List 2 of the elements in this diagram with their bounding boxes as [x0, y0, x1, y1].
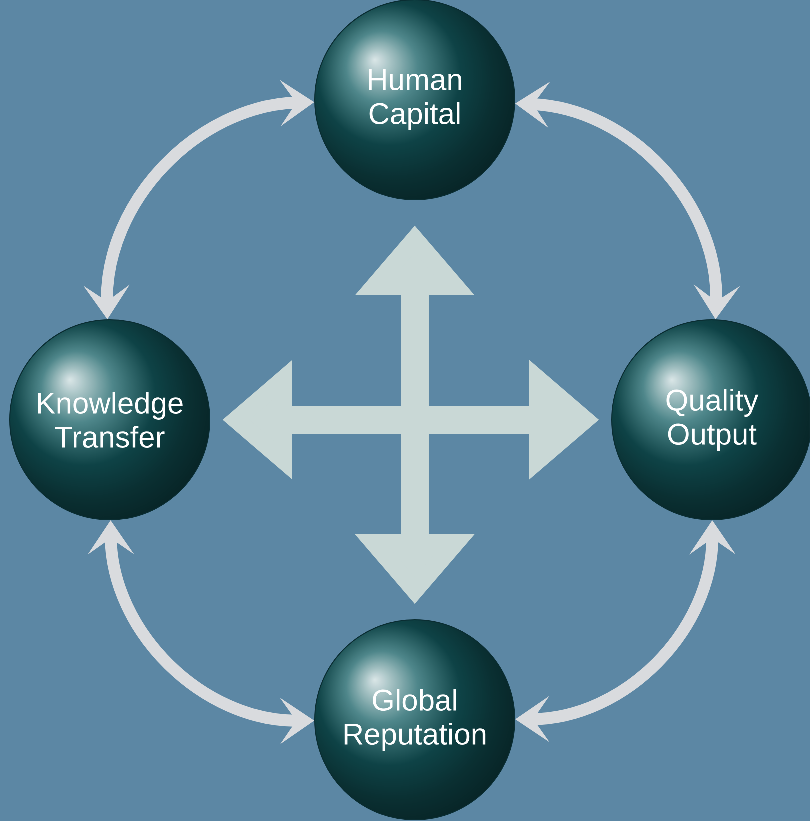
- sphere-node: Global Reputation: [314, 620, 516, 820]
- sphere-node: Knowledge Transfer: [10, 320, 210, 520]
